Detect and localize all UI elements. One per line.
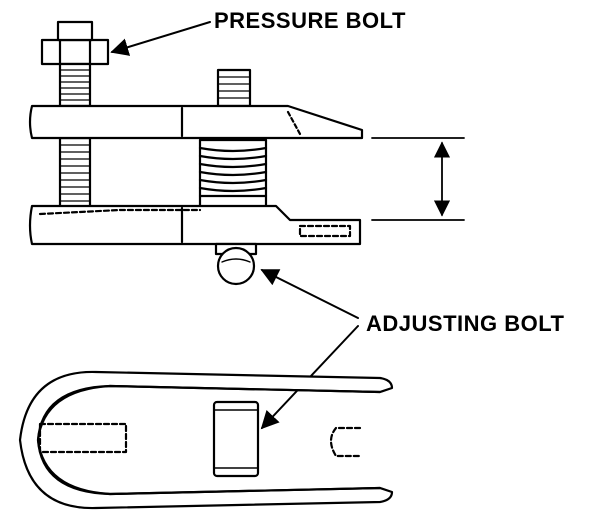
adjusting-bolt-head	[214, 242, 258, 286]
adjusting-bolt-plan	[212, 400, 260, 478]
adjusting-bolt-label: ADJUSTING BOLT	[366, 311, 565, 336]
adjusting-bolt-leader-top	[260, 269, 359, 319]
pressure-bolt-nut	[40, 38, 110, 66]
plan-view	[18, 370, 394, 510]
top-stud	[216, 68, 252, 108]
pressure-bolt-label: PRESSURE BOLT	[214, 8, 406, 33]
lower-arm	[28, 204, 362, 246]
spring	[198, 138, 268, 208]
pressure-bolt-leader	[110, 21, 211, 56]
dimension-marker	[371, 137, 465, 221]
upper-arm	[28, 104, 364, 140]
